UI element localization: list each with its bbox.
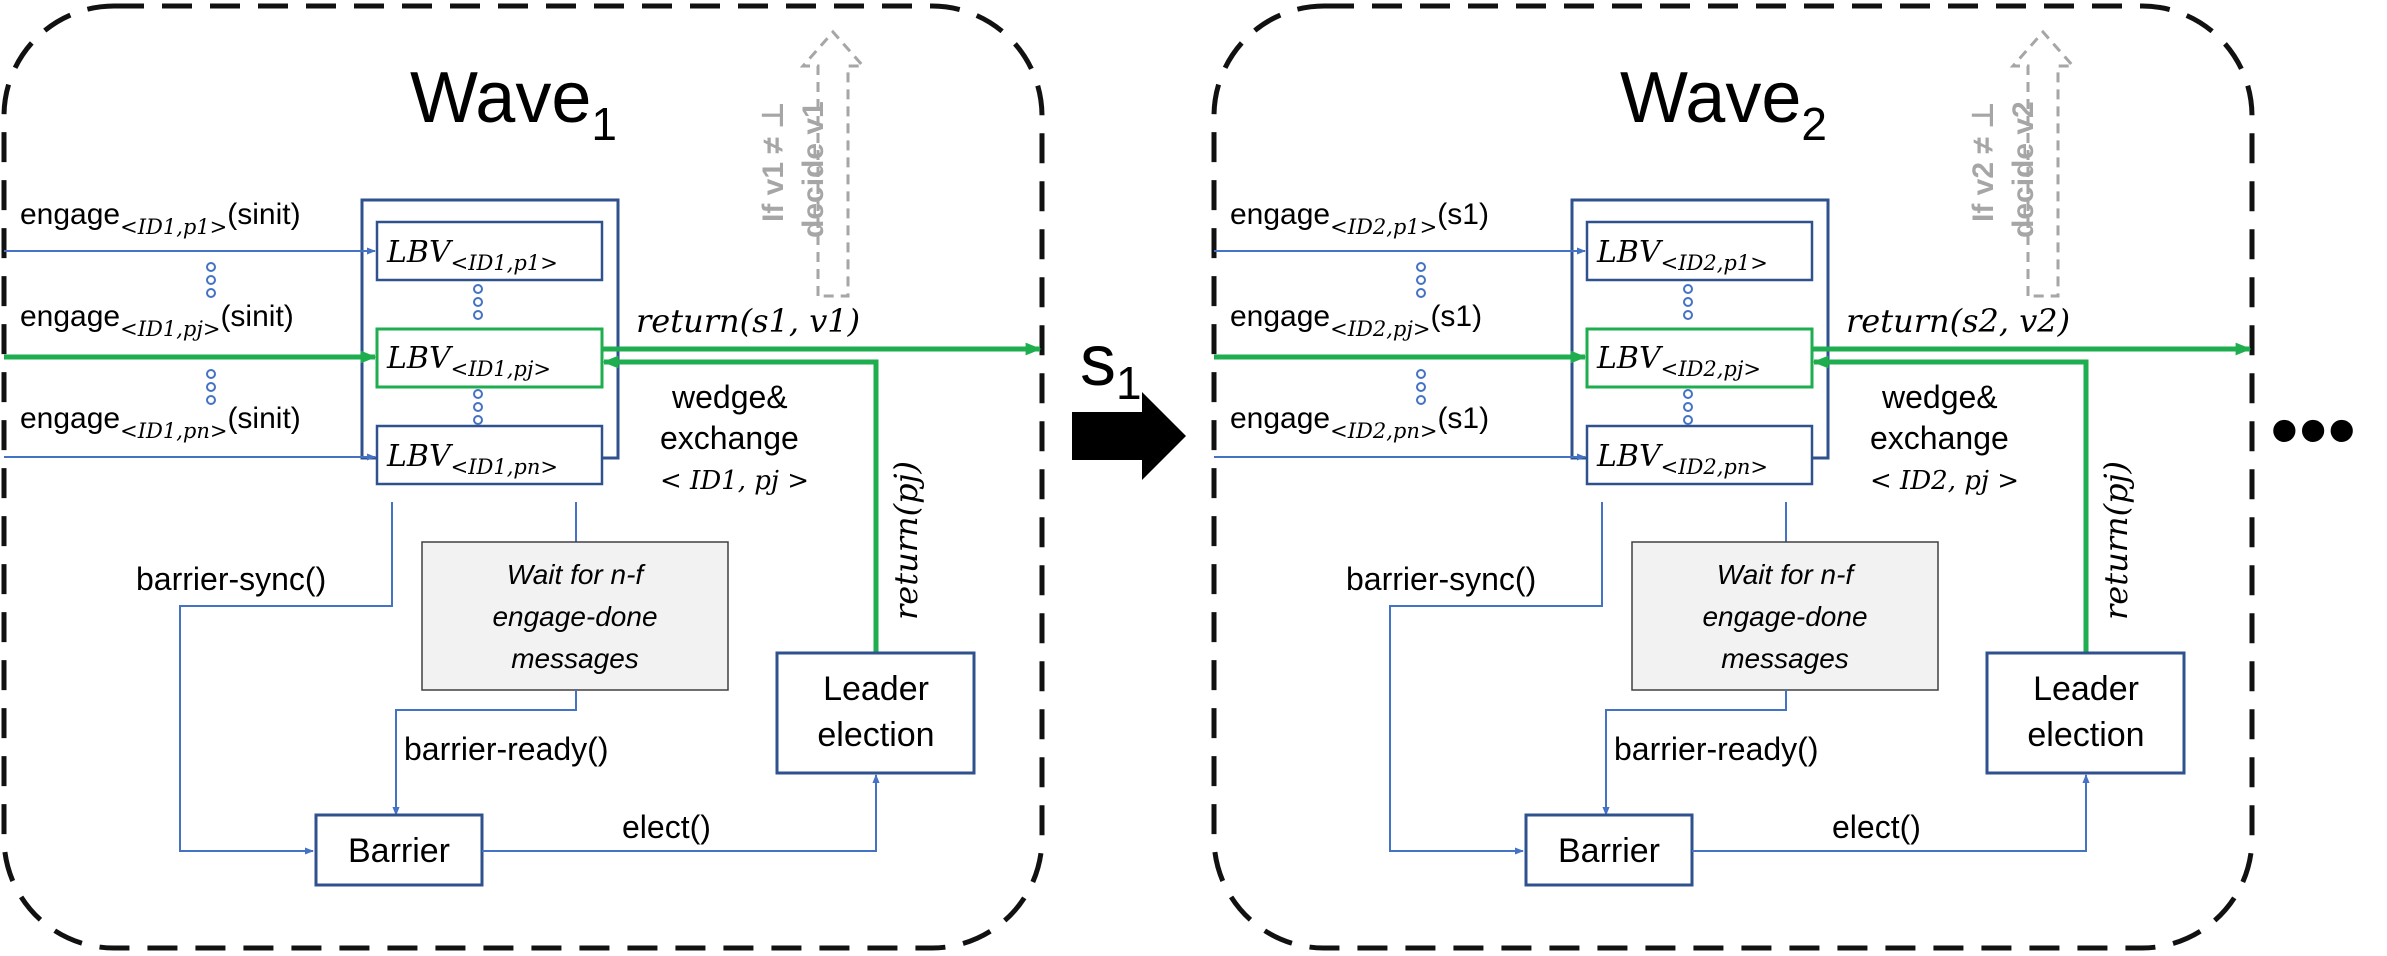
wait-line-3: messages <box>511 643 639 674</box>
barrier-ready-label: barrier-ready() <box>404 731 608 767</box>
leader-return-arrow <box>1812 355 2089 653</box>
decide-arrow <box>799 29 867 298</box>
lbv-label-pn: LBV<ID2,pn> <box>1596 439 1768 479</box>
lbv-box-pj <box>1585 327 1814 389</box>
elect-label: elect() <box>1832 809 1921 845</box>
wait-line-3: messages <box>1721 643 1849 674</box>
decide-value-text: decide v1 <box>797 101 830 238</box>
wedge-label-line3: < ID1, pj > <box>660 466 809 496</box>
wave-title: Wave1 <box>410 58 617 150</box>
lbv-box-p1 <box>1585 220 1814 282</box>
barrier-ready-line <box>392 690 577 816</box>
wave-container <box>1211 3 2255 951</box>
engage-label-pn: engage<ID2,pn>(s1) <box>1230 402 1489 443</box>
wedge-label-line2: exchange <box>660 420 799 456</box>
barrier-sync-line <box>1389 502 1603 855</box>
lbv-dots-upper <box>1683 284 1693 320</box>
barrier-label: Barrier <box>348 832 450 870</box>
engage-label-pj: engage<ID2,pj>(s1) <box>1230 300 1482 341</box>
waves-layer: Wave1 If v1 ≠ ⊥ decide v1 LBV<ID1,p1> LB… <box>1 3 2255 951</box>
wave-1: Wave1 If v1 ≠ ⊥ decide v1 LBV<ID1,p1> LB… <box>1 3 1045 951</box>
lbv-dots-lower <box>1683 389 1693 425</box>
lbv-label-p1: LBV<ID2,p1> <box>1596 235 1768 275</box>
engage-dots-upper <box>206 262 216 298</box>
wave-title-subscript: 2 <box>1801 98 1827 150</box>
decide-arrow <box>2009 29 2077 298</box>
elect-line <box>1692 774 2090 852</box>
leader-election-line-2: election <box>2027 716 2144 754</box>
decide-condition-text: If v1 ≠ ⊥ <box>757 101 790 222</box>
wave-title-subscript: 1 <box>591 98 617 150</box>
leader-election-box <box>1985 651 2186 775</box>
lbv-dots-lower <box>473 389 483 425</box>
wedge-label-line1: wedge& <box>1881 379 1998 415</box>
wait-line-2: engage-done <box>492 601 657 632</box>
transition-label: s1 <box>1080 321 1142 409</box>
wave-title-main: Wave <box>1620 58 1801 138</box>
lbv-box-pj <box>375 327 604 389</box>
wave-2: Wave2 If v2 ≠ ⊥ decide v2 LBV<ID2,p1> LB… <box>1211 3 2255 951</box>
barrier-ready-line <box>1602 690 1787 816</box>
wait-line-1: Wait for n-f <box>1717 559 1857 590</box>
wedge-label-line3: < ID2, pj > <box>1870 466 2019 496</box>
wedge-label-line2: exchange <box>1870 420 2009 456</box>
barrier-label: Barrier <box>1558 832 1660 870</box>
engage-dots-upper <box>1416 262 1426 298</box>
wave-title-main: Wave <box>410 58 591 138</box>
engage-dots-lower <box>206 369 216 405</box>
wave-title: Wave2 <box>1620 58 1827 150</box>
leader-return-label: return(pj) <box>887 461 925 620</box>
lbv-label-pj: LBV<ID1,pj> <box>386 341 551 381</box>
engage-label-pj: engage<ID1,pj>(sinit) <box>20 300 294 341</box>
return-output-label: return(s2, v2) <box>1846 302 2070 340</box>
leader-return-label: return(pj) <box>2097 461 2135 620</box>
lbv-box-pn <box>1585 424 1814 486</box>
lbv-label-p1: LBV<ID1,p1> <box>386 235 558 275</box>
engage-dots-lower <box>1416 369 1426 405</box>
wave-container <box>1 3 1045 951</box>
return-output-label: return(s1, v1) <box>636 302 860 340</box>
elect-line <box>482 774 880 852</box>
engage-label-p1: engage<ID1,p1>(sinit) <box>20 198 301 239</box>
barrier-sync-label: barrier-sync() <box>136 561 326 597</box>
leader-election-line-1: Leader <box>2033 670 2139 708</box>
engage-label-pn: engage<ID1,pn>(sinit) <box>20 402 301 443</box>
lbv-box-pn <box>375 424 604 486</box>
wait-box <box>421 541 729 691</box>
leader-election-line-1: Leader <box>823 670 929 708</box>
leader-election-box <box>775 651 976 775</box>
lbv-dots-upper <box>473 284 483 320</box>
decide-value-text: decide v2 <box>2007 101 2040 238</box>
barrier-box <box>314 813 484 887</box>
wait-line-2: engage-done <box>1702 601 1867 632</box>
barrier-sync-label: barrier-sync() <box>1346 561 1536 597</box>
leader-election-line-2: election <box>817 716 934 754</box>
barrier-ready-label: barrier-ready() <box>1614 731 1818 767</box>
engage-label-p1: engage<ID2,p1>(s1) <box>1230 198 1489 239</box>
wedge-label-line1: wedge& <box>671 379 788 415</box>
continuation-dots: ••• <box>2270 385 2356 476</box>
lbv-label-pn: LBV<ID1,pn> <box>386 439 558 479</box>
lbv-label-pj: LBV<ID2,pj> <box>1596 341 1761 381</box>
wait-line-1: Wait for n-f <box>507 559 647 590</box>
wait-box <box>1631 541 1939 691</box>
decide-condition-text: If v2 ≠ ⊥ <box>1967 101 2000 222</box>
leader-return-arrow <box>602 355 879 653</box>
transition-arrow <box>1072 392 1186 480</box>
lbv-box-p1 <box>375 220 604 282</box>
barrier-sync-line <box>179 502 393 855</box>
elect-label: elect() <box>622 809 711 845</box>
